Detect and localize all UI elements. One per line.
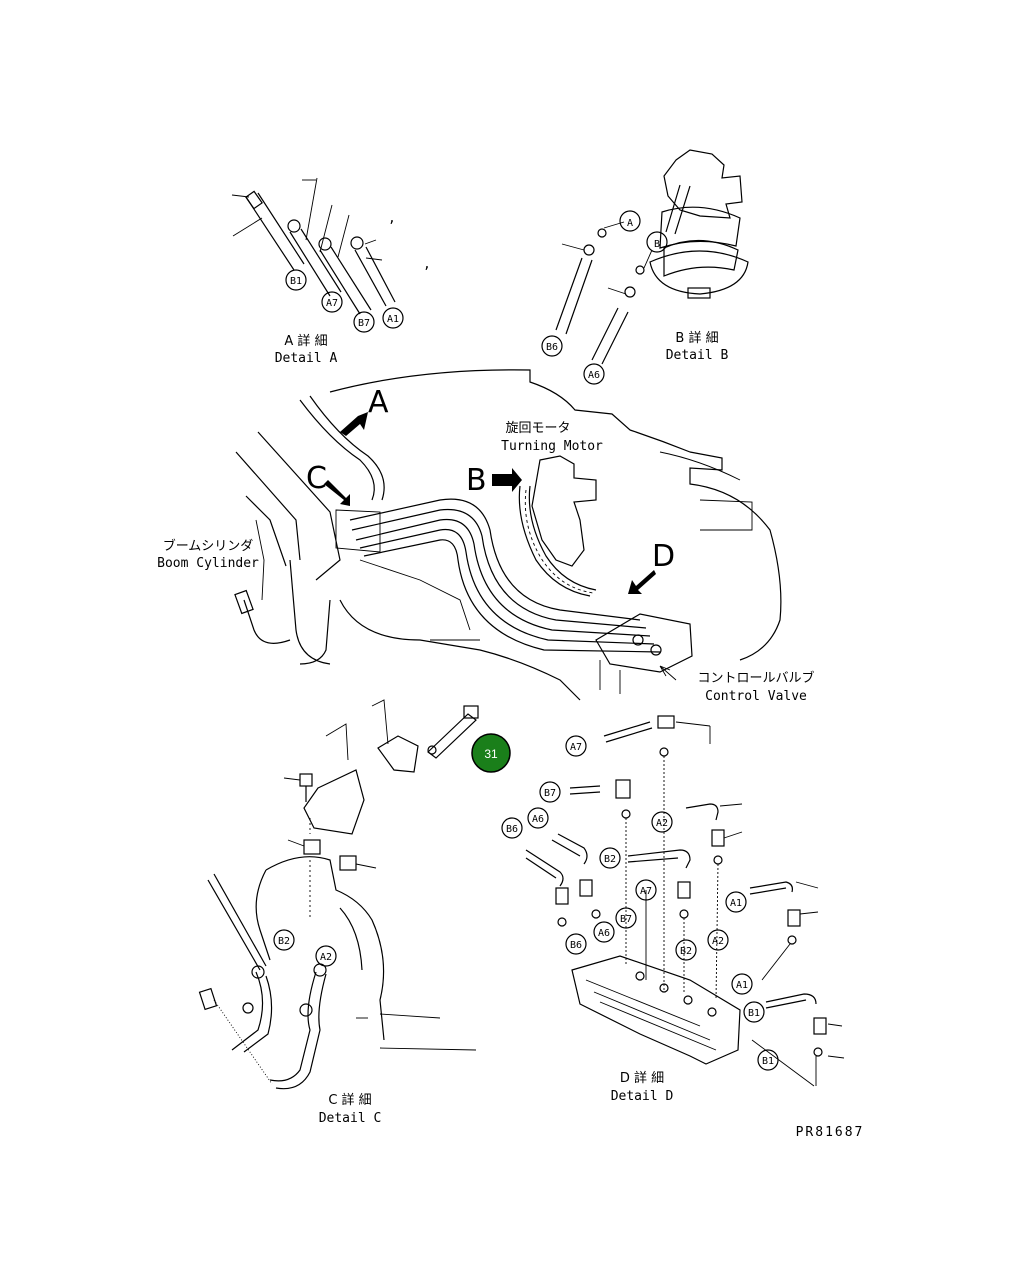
port-tag: B2 xyxy=(278,936,290,947)
control-valve-label-en: Control Valve xyxy=(705,689,807,704)
port-tag: A7 xyxy=(570,742,582,753)
detail-d-title-en: Detail D xyxy=(611,1089,674,1104)
detail-a-drawing: , , B1 A7 B7 A1 xyxy=(231,177,431,333)
turning-motor-label-en: Turning Motor xyxy=(501,439,603,454)
port-tag: A1 xyxy=(736,980,748,991)
port-tag: B6 xyxy=(546,342,558,353)
detail-b-title-jp: B 詳 細 xyxy=(675,330,718,346)
port-tag: A6 xyxy=(532,814,544,825)
control-valve-label-jp: コントロールバルブ xyxy=(697,670,814,686)
port-tag: B6 xyxy=(506,824,518,835)
port-tag: A7 xyxy=(326,298,338,309)
port-tag: A2 xyxy=(656,818,668,829)
drawing-code: PR81687 xyxy=(796,1125,865,1140)
detail-a-title-jp: A 詳 細 xyxy=(284,333,327,349)
view-letter-d: D xyxy=(652,539,675,574)
detail-a-title-en: Detail A xyxy=(275,351,338,366)
port-tag: B1 xyxy=(290,276,302,287)
port-tag: B2 xyxy=(604,854,616,865)
detail-b-title-en: Detail B xyxy=(666,348,729,363)
detail-c-drawing: B2 A2 xyxy=(198,699,479,1090)
port-tag: B1 xyxy=(762,1056,774,1067)
boom-cylinder-label-jp: ブームシリンダ xyxy=(163,538,254,554)
port-tag: A xyxy=(627,218,633,229)
port-tag: A7 xyxy=(640,886,652,897)
port-tag: B1 xyxy=(748,1008,760,1019)
main-assembly-drawing xyxy=(234,369,782,701)
port-tag: A2 xyxy=(712,936,724,947)
port-tag: A1 xyxy=(730,898,742,909)
port-tag: B7 xyxy=(620,914,632,925)
port-tag: A2 xyxy=(320,952,332,963)
port-tag: A6 xyxy=(598,928,610,939)
boom-cylinder-label-en: Boom Cylinder xyxy=(157,556,259,571)
view-letter-a: A xyxy=(368,385,389,420)
detail-d-title-jp: D 詳 細 xyxy=(620,1070,664,1086)
detail-b-drawing: A B B6 A6 xyxy=(541,149,749,385)
detail-c-title-en: Detail C xyxy=(319,1111,382,1126)
port-tag: B xyxy=(654,239,660,250)
detail-d-drawing: A7 B7 A6 B6 A2 B2 A7 A1 B7 A6 B6 A2 B2 A… xyxy=(501,715,845,1087)
reference-badge-number: 31 xyxy=(484,747,498,761)
part-reference-badge[interactable]: 31 xyxy=(471,733,511,773)
port-tag: A6 xyxy=(588,370,600,381)
port-tag: B7 xyxy=(544,788,556,799)
view-letter-b: B xyxy=(466,463,487,498)
port-tag: A1 xyxy=(387,314,399,325)
port-tag: B6 xyxy=(570,940,582,951)
detail-c-title-jp: C 詳 細 xyxy=(328,1092,371,1108)
svg-text:,: , xyxy=(423,257,431,272)
turning-motor-label-jp: 旋回モータ xyxy=(505,421,570,436)
view-letter-c: C xyxy=(306,461,327,496)
svg-text:,: , xyxy=(388,211,396,226)
port-tag: B2 xyxy=(680,946,692,957)
port-tag: B7 xyxy=(358,318,370,329)
